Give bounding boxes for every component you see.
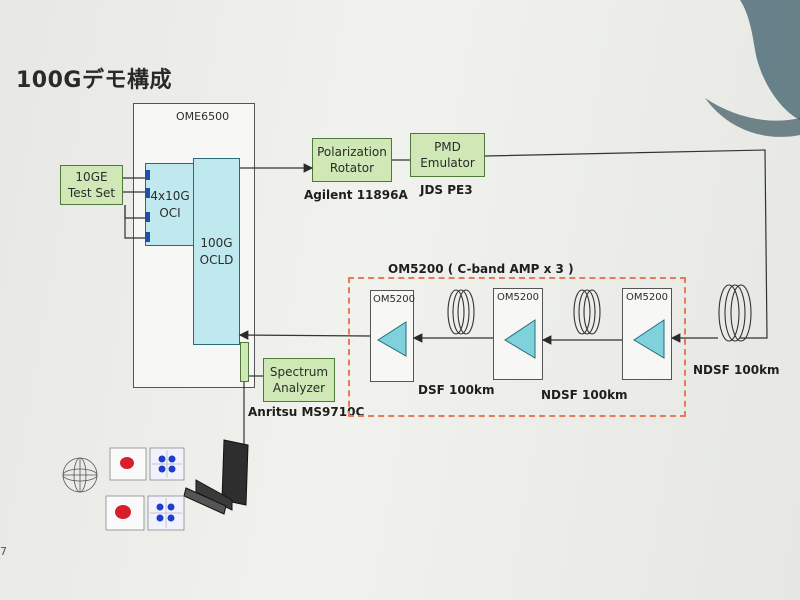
oci-line-1: 4x10G <box>150 189 190 204</box>
slide-title: 100Gデモ構成 <box>16 68 172 93</box>
amplifier-middle-icon <box>504 319 536 359</box>
ome6500-label: OME6500 <box>176 110 230 123</box>
spectrum-analyzer-block: Spectrum Analyzer <box>263 358 335 402</box>
polarization-rotator-line-2: Rotator <box>329 161 375 175</box>
om5200-right-label: OM5200 <box>626 292 668 303</box>
spectrum-plot-icon-1 <box>109 447 147 481</box>
oci-line-2: OCI <box>159 205 181 220</box>
pmd-to-line-link <box>484 149 768 339</box>
fiber-spool-right-icon <box>718 284 752 342</box>
constellation-plot-icon-1 <box>149 447 185 481</box>
ocld-line-2: OCLD <box>199 252 234 267</box>
ocld-card: 100G OCLD <box>193 158 240 345</box>
ocld-line-1: 100G <box>200 236 233 251</box>
anritsu-label: Anritsu MS9710C <box>248 405 365 419</box>
oci-card: 4x10G OCI <box>145 163 195 246</box>
agilent-label: Agilent 11896A <box>304 188 408 202</box>
test-set-line-2: Test Set <box>67 186 116 200</box>
spectrum-analyzer-line-1: Spectrum <box>269 364 329 379</box>
amplifier-left-icon <box>377 321 407 357</box>
amp-group-frame <box>348 277 686 417</box>
fiber-spool-middle-icon <box>573 289 601 335</box>
oci-ports <box>145 170 150 242</box>
page-number: 7 <box>0 545 7 558</box>
ndsf-fiber-label-right: NDSF 100km <box>693 363 780 377</box>
pmd-emulator-line-2: Emulator <box>420 156 475 170</box>
om5200-middle-label: OM5200 <box>497 292 539 303</box>
amp-group-label: OM5200 ( C-band AMP x 3 ) <box>388 262 574 276</box>
test-set-line-1: 10GE <box>75 169 108 184</box>
poincare-sphere-icon <box>62 457 98 493</box>
optical-tap-coupler <box>240 342 249 382</box>
test-set-block: 10GE Test Set <box>60 165 123 205</box>
polarization-rotator-block: Polarization Rotator <box>312 138 392 182</box>
laptop-icon <box>183 439 249 515</box>
jds-label: JDS PE3 <box>420 183 473 197</box>
spectrum-plot-icon-2 <box>105 495 145 531</box>
pmd-emulator-block: PMD Emulator <box>410 133 485 177</box>
fiber-spool-left-icon <box>447 289 475 335</box>
amplifier-right-icon <box>633 319 665 359</box>
dsf-fiber-label: DSF 100km <box>418 383 495 397</box>
polarization-rotator-line-1: Polarization <box>317 144 387 159</box>
pmd-emulator-line-1: PMD <box>434 139 461 154</box>
om5200-left-label: OM5200 <box>373 294 415 305</box>
ndsf-fiber-label-middle: NDSF 100km <box>541 388 628 402</box>
spectrum-analyzer-line-2: Analyzer <box>272 381 326 395</box>
amp-left-to-ocld-link <box>238 330 371 340</box>
constellation-plot-icon-2 <box>147 495 185 531</box>
test-set-links <box>123 177 145 239</box>
